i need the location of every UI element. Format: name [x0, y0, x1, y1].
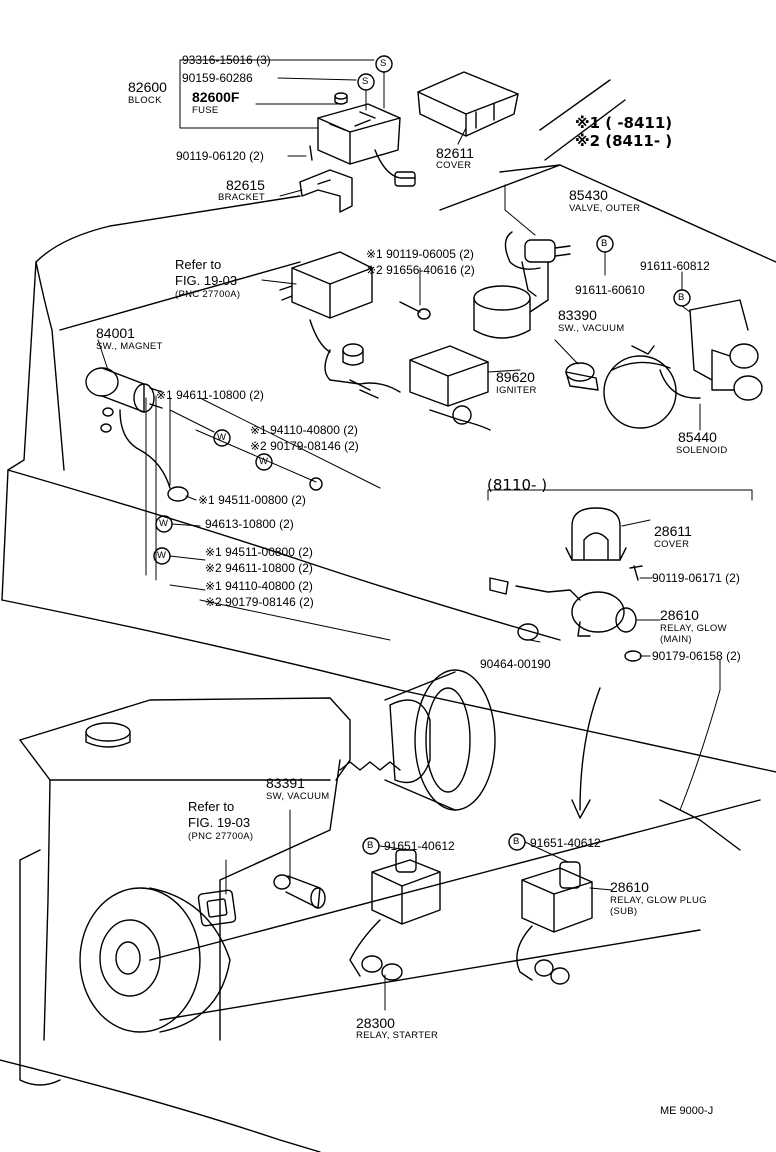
bracket-outline: [299, 169, 353, 213]
symbol-s-2: S: [362, 76, 369, 87]
vacuum-switch-name: SW., VACUUM: [558, 323, 625, 334]
cover-name: COVER: [436, 160, 472, 171]
part-v2-90179-a: ※2 90179-08146 (2): [250, 439, 359, 453]
symbol-b-3: B: [367, 840, 374, 851]
starter-relay-outline: [349, 849, 441, 981]
part-90119-06171: 90119-06171 (2): [652, 571, 740, 585]
magnet-switch-name: SW., MAGNET: [96, 341, 163, 352]
part-v2-94611-b: ※2 94611-10800 (2): [205, 561, 313, 575]
body-panel-outline: [1, 79, 776, 773]
magnet-switch-outline: [85, 367, 189, 502]
vacuum-switch-number: 83390: [558, 307, 597, 323]
starter-relay-number: 28300: [356, 1015, 395, 1031]
diagram-code: ME 9000-J: [660, 1105, 714, 1117]
ref1-line1: Refer to: [175, 257, 222, 272]
solenoid-number: 85440: [678, 429, 717, 445]
ref1-line2: FIG. 19-03: [175, 273, 238, 288]
glow-main-sub: (MAIN): [660, 634, 692, 645]
part-v2-90179-b: ※2 90179-08146 (2): [205, 595, 314, 609]
ref2-line2: FIG. 19-03: [188, 815, 251, 830]
glow-sub-sub: (SUB): [610, 906, 638, 917]
vacuum-switch-2-number: 83391: [266, 775, 305, 791]
glow-main-outline: [489, 507, 643, 662]
part-91651-b: 91651-40612: [530, 836, 601, 850]
part-90159: 90159-60286: [182, 71, 253, 85]
part-v2-91656: ※2 91656-40616 (2): [366, 263, 475, 277]
ref1-line3: (PNC 27700A): [175, 289, 241, 300]
part-v1-90119-06005: ※1 90119-06005 (2): [366, 247, 474, 261]
symbol-b-2: B: [678, 292, 685, 303]
part-v1-94611-a: ※1 94611-10800 (2): [156, 388, 264, 402]
part-v1-94110-a: ※1 94110-40800 (2): [250, 423, 358, 437]
part-93316: 93316-15016 (3): [182, 53, 271, 67]
block-number: 82600: [128, 79, 167, 95]
symbol-marks: [153, 55, 691, 855]
part-90179-06158: 90179-06158 (2): [652, 649, 741, 663]
group-range: (8110- ): [487, 476, 548, 494]
vacuum-switch-2-outline: [273, 874, 326, 909]
part-91651-a: 91651-40612: [384, 839, 455, 853]
leader-lines: [97, 59, 753, 1011]
part-94613: 94613-10800 (2): [205, 517, 294, 531]
alternator-outline: [79, 887, 237, 1033]
starter-relay-name: RELAY, STARTER: [356, 1030, 439, 1041]
glow-cover-number: 28611: [654, 523, 692, 539]
bracket-name: BRACKET: [218, 192, 265, 203]
symbol-b-1: B: [601, 238, 608, 249]
symbol-w-4: W: [157, 550, 167, 561]
fuse-cover-outline: [417, 71, 519, 137]
variant-2-legend: ※2 (8411- ): [575, 132, 673, 150]
symbol-w-2: W: [259, 456, 269, 467]
glow-sub-number: 28610: [610, 879, 649, 895]
part-91611-60610: 91611-60610: [575, 283, 645, 297]
valve-name: VALVE, OUTER: [569, 203, 641, 214]
part-v1-94110-b: ※1 94110-40800 (2): [205, 579, 313, 593]
valve-number: 85430: [569, 187, 608, 203]
engine-outline: [0, 697, 761, 1152]
part-v1-94511-b: ※1 94511-00800 (2): [205, 545, 313, 559]
fuse-name: FUSE: [192, 105, 219, 116]
fuse-number: 82600F: [192, 89, 240, 105]
distributor-outline: [339, 669, 496, 811]
part-90464: 90464-00190: [480, 657, 551, 671]
screw-outline: [399, 301, 431, 320]
resistor-outline: [279, 251, 373, 319]
igniter-outline: [309, 319, 491, 431]
glow-cover-name: COVER: [654, 539, 690, 550]
outer-valve-outline: [473, 231, 571, 339]
vacuum-switch-2-name: SW, VACUUM: [266, 791, 330, 802]
glow-sub-relay-outline: [516, 861, 593, 985]
bracket-number: 82615: [226, 177, 265, 193]
igniter-number: 89620: [496, 369, 535, 385]
magnet-switch-number: 84001: [96, 325, 135, 341]
part-90119-06120: 90119-06120 (2): [176, 149, 264, 163]
vacuum-switch-outline: [565, 345, 677, 429]
solenoid-outline: [659, 299, 763, 401]
fuse-block-outline: [309, 92, 416, 187]
symbol-s-1: S: [380, 58, 387, 69]
symbol-w-3: W: [159, 518, 169, 529]
glow-main-number: 28610: [660, 607, 699, 623]
symbol-b-4: B: [513, 836, 520, 847]
igniter-name: IGNITER: [496, 385, 537, 396]
ref2-line3: (PNC 27700A): [188, 831, 254, 842]
solenoid-name: SOLENOID: [676, 445, 728, 456]
part-v1-94511-a: ※1 94511-00800 (2): [198, 493, 306, 507]
glow-sub-name: RELAY, GLOW PLUG: [610, 895, 707, 906]
symbol-w-1: W: [217, 432, 227, 443]
glow-main-name: RELAY, GLOW: [660, 623, 727, 634]
part-91611-60812: 91611-60812: [640, 259, 710, 273]
cover-number: 82611: [436, 145, 474, 161]
block-name: BLOCK: [128, 95, 162, 106]
ref2-line1: Refer to: [188, 799, 235, 814]
variant-1-legend: ※1 ( -8411): [575, 114, 673, 132]
